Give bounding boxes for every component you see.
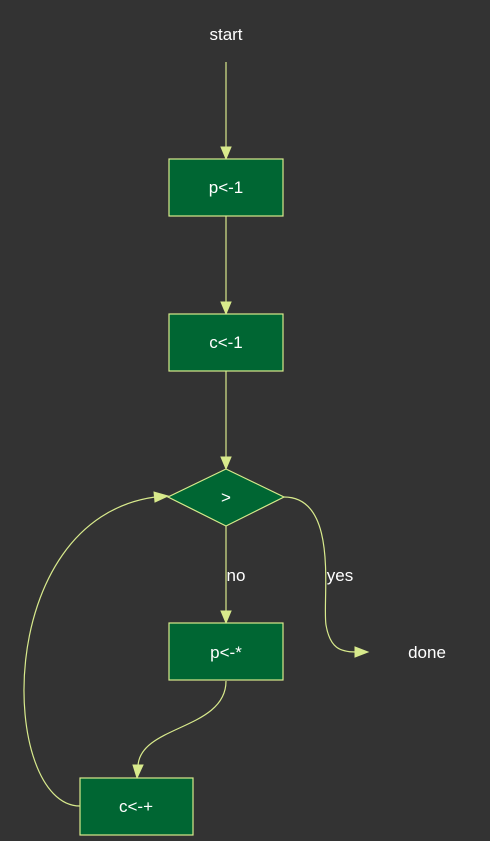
node-p-init: p<-1 bbox=[168, 158, 284, 217]
edge-label-no: no bbox=[227, 566, 246, 585]
node-compare: > bbox=[166, 468, 286, 527]
node-c-incr-box bbox=[79, 777, 194, 836]
node-compare-label: > bbox=[221, 488, 231, 507]
node-done: done bbox=[408, 643, 446, 662]
edge-label-yes: yes bbox=[327, 566, 353, 585]
node-p-init-label: p<-1 bbox=[209, 178, 244, 197]
node-p-init-box bbox=[168, 158, 284, 217]
node-compare-diamond bbox=[166, 468, 286, 527]
node-p-mult: p<-* bbox=[168, 622, 284, 681]
edges bbox=[23, 62, 370, 807]
arrowhead-compare bbox=[220, 456, 232, 471]
node-c-incr: c<-+ bbox=[79, 777, 194, 836]
node-start-label: start bbox=[209, 25, 242, 44]
node-start: start bbox=[209, 25, 242, 44]
edge-c-incr-to-compare-loop bbox=[23, 496, 156, 807]
arrowhead-p-init bbox=[220, 146, 232, 161]
edge-compare-to-done bbox=[283, 496, 357, 653]
node-done-label: done bbox=[408, 643, 446, 662]
node-c-init: c<-1 bbox=[168, 313, 284, 372]
arrowhead-c-incr bbox=[132, 764, 144, 780]
node-p-mult-box bbox=[168, 622, 284, 681]
arrowhead-c-init bbox=[220, 301, 232, 316]
arrowhead-p-mult bbox=[220, 610, 232, 625]
arrowhead-done bbox=[354, 646, 370, 658]
arrowhead-loop-compare bbox=[153, 491, 170, 503]
node-c-init-label: c<-1 bbox=[209, 333, 243, 352]
node-c-init-box bbox=[168, 313, 284, 372]
node-c-incr-label: c<-+ bbox=[119, 797, 153, 816]
node-p-mult-label: p<-* bbox=[210, 643, 242, 662]
edge-p-mult-to-c-incr bbox=[137, 680, 227, 767]
